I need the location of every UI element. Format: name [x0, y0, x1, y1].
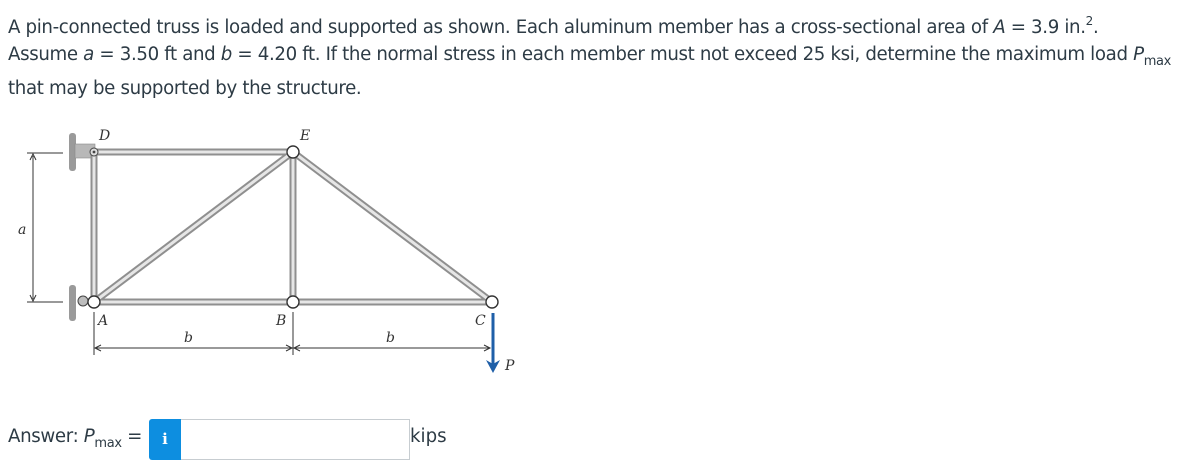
label-d: D [98, 128, 110, 144]
answer-input[interactable] [181, 419, 410, 460]
truss-figure: a b b D E A B C P [0, 118, 560, 388]
truss-members [90, 148, 495, 306]
dimension-b1-label: b [184, 330, 193, 346]
joint-b [286, 295, 300, 309]
info-icon[interactable]: i [149, 419, 181, 460]
dimension-b [93, 312, 492, 355]
dimension-b2-label: b [386, 330, 395, 346]
dimension-a [27, 152, 63, 303]
wall-support-a [69, 285, 89, 321]
answer-label: Answer: Pmax = [8, 426, 143, 451]
joints [87, 145, 499, 309]
joint-c [485, 295, 499, 309]
label-b: B [275, 313, 286, 329]
label-e: E [299, 128, 310, 144]
label-a: A [96, 313, 108, 329]
label-c: C [475, 313, 486, 329]
unit-label: kips [410, 426, 447, 447]
question-text: A pin-connected truss is loaded and supp… [8, 14, 1171, 99]
load-label: P [504, 358, 515, 374]
joint-a [87, 295, 101, 309]
dimension-a-label: a [18, 222, 26, 238]
load-arrow-icon [486, 313, 500, 373]
joint-e [286, 145, 300, 159]
wall-support-d [69, 133, 96, 171]
answer-row: Answer: Pmax = i kips [8, 418, 488, 461]
